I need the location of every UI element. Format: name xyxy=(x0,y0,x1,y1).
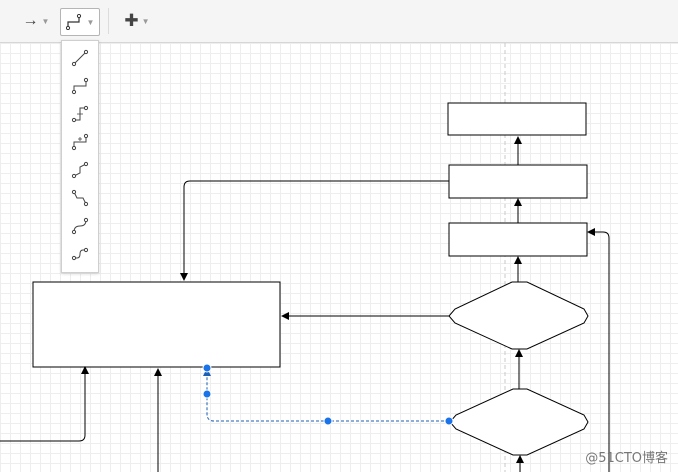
decision-diamond-upper[interactable] xyxy=(448,281,589,350)
waypoint-option-vertical-elbow[interactable] xyxy=(66,129,94,155)
curved-edge-icon xyxy=(71,217,89,235)
process-box-large[interactable] xyxy=(32,281,281,368)
vertical-isometric-edge-icon xyxy=(71,189,89,207)
connection-style-button[interactable]: → ▼ xyxy=(18,8,54,34)
waypoint-option-straight[interactable] xyxy=(66,45,94,71)
process-box-upper[interactable] xyxy=(448,164,588,199)
waypoint-option-curved[interactable] xyxy=(66,213,94,239)
selected-edge[interactable] xyxy=(203,368,449,422)
arrow-right-icon: → xyxy=(22,12,39,29)
process-box-middle[interactable] xyxy=(448,222,588,257)
vertical-elbow-edge-icon xyxy=(71,133,89,151)
plus-icon: ✚ xyxy=(124,11,139,30)
horizontal-elbow-edge-icon xyxy=(71,105,89,123)
edge-upper-box-to-large-box[interactable] xyxy=(180,180,449,281)
waypoint-option-horizontal-elbow[interactable] xyxy=(66,101,94,127)
waypoints-button[interactable]: ▼ xyxy=(60,8,100,36)
waypoint-option-entity-relation[interactable] xyxy=(66,241,94,267)
orthogonal-edge-icon xyxy=(71,77,89,95)
insert-button[interactable]: ✚ ▼ xyxy=(118,8,156,34)
edge-loop-to-middle-box[interactable] xyxy=(587,228,610,472)
diagram-svg xyxy=(0,43,610,472)
toolbar-divider xyxy=(108,8,109,34)
waypoint-option-horizontal-isometric[interactable] xyxy=(66,157,94,183)
edge-handle-end[interactable] xyxy=(202,363,212,373)
edge-left-into-large-box[interactable] xyxy=(0,366,89,442)
horizontal-isometric-edge-icon xyxy=(71,161,89,179)
diagram-canvas[interactable] xyxy=(0,43,678,472)
orthogonal-edge-icon xyxy=(65,14,81,30)
chevron-down-icon: ▼ xyxy=(41,16,50,26)
edge-handle-bend[interactable] xyxy=(202,389,212,399)
toolbar: → ▼ ▼ ✚ ▼ xyxy=(0,0,678,43)
process-box-top[interactable] xyxy=(447,102,587,136)
entity-relation-edge-icon xyxy=(71,247,89,261)
edge-handle-midpoint[interactable] xyxy=(323,416,333,426)
edge-handle-start[interactable] xyxy=(444,416,454,426)
waypoint-option-orthogonal[interactable] xyxy=(66,73,94,99)
watermark-text: @51CTO博客 xyxy=(585,451,668,466)
decision-diamond-lower[interactable] xyxy=(449,388,589,456)
chevron-down-icon: ▼ xyxy=(141,16,150,26)
chevron-down-icon: ▼ xyxy=(86,17,95,27)
straight-edge-icon xyxy=(71,49,89,67)
waypoint-option-vertical-isometric[interactable] xyxy=(66,185,94,211)
waypoints-menu xyxy=(61,40,99,273)
